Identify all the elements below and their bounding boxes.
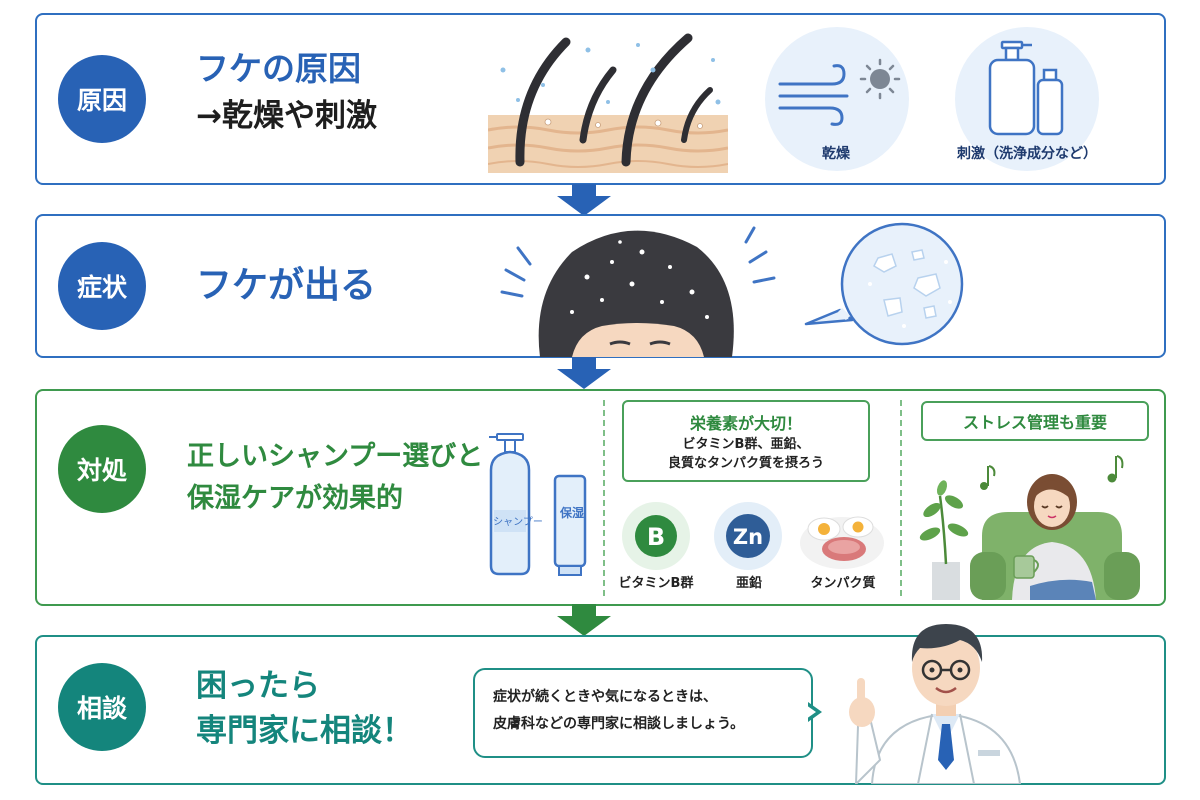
symptom-title: フケが出る: [196, 265, 377, 306]
zinc-icon: Zn: [714, 502, 782, 570]
stress-box: ストレス管理も重要: [921, 401, 1149, 441]
relaxing-woman-icon: [919, 455, 1140, 600]
sun-icon: [859, 58, 901, 100]
consult-title-line1: 困ったら: [196, 668, 320, 704]
irritation-label: 刺激（洗浄成分など）: [957, 146, 1097, 162]
worried-head-icon: [500, 226, 776, 357]
cream-label: 保湿: [559, 506, 584, 520]
speech-line2: 皮膚科などの専門家に相談しましょう。: [493, 715, 745, 732]
vitamin-b-letter: B: [647, 523, 665, 551]
speech-line1: 症状が続くときや気になるときは、: [493, 689, 717, 705]
nutrition-line1: ビタミンB群、亜鉛、: [682, 437, 810, 452]
shampoo-label: シャンプー: [493, 517, 543, 528]
doctor-icon: [849, 624, 1022, 784]
nutrition-heading: 栄養素が大切！: [689, 414, 802, 433]
cause-title-line1: フケの原因: [196, 49, 361, 88]
arrow-down-1: [557, 184, 611, 216]
protein-label: タンパク質: [810, 576, 876, 591]
wind-icon: [778, 64, 849, 126]
protein-food-icon: [800, 516, 884, 569]
cause-badge: 原因: [58, 55, 146, 143]
dashed-divider-2: [900, 400, 902, 596]
shampoo-bottle-icon: [489, 433, 587, 576]
treatment-title-line1: 正しいシャンプー選びと: [187, 441, 484, 472]
symptom-badge: 症状: [58, 242, 146, 330]
zinc-label: 亜鉛: [735, 576, 762, 591]
consult-title: 困ったら 専門家に相談！: [196, 664, 413, 754]
arrow-down-2: [557, 357, 611, 389]
arrow-down-3: [557, 604, 611, 636]
consult-title-line2: 専門家に相談！: [196, 712, 413, 749]
cream-tube-icon: [553, 474, 587, 568]
dry-label: 乾燥: [822, 146, 850, 162]
treatment-title: 正しいシャンプー選びと 保湿ケアが効果的: [187, 436, 483, 520]
bottle-icon: [988, 40, 1064, 136]
nutrition-line2: 良質なタンパク質を摂ろう: [667, 455, 824, 471]
dry-illustration: [765, 27, 909, 171]
consult-speech-bubble: 症状が続くときや気になるときは、 皮膚科などの専門家に相談しましょう。: [473, 668, 813, 758]
speech-tail-inner: [806, 705, 816, 719]
zinc-letter: Zn: [733, 525, 763, 549]
plant-icon: [919, 480, 969, 600]
dashed-divider-1: [603, 400, 605, 596]
treatment-badge: 対処: [58, 425, 146, 513]
music-note-icon: [980, 455, 1124, 490]
nutrition-box: 栄養素が大切！ ビタミンB群、亜鉛、 良質なタンパク質を摂ろう: [622, 400, 870, 482]
consult-badge: 相談: [58, 663, 146, 751]
irritation-illustration: [955, 27, 1099, 171]
vitamin-b-icon: B: [622, 502, 690, 570]
hair-follicle-icon: [488, 33, 728, 173]
cause-title-line2: →乾燥や刺激: [196, 98, 377, 134]
vitamin-b-label: ビタミンB群: [618, 576, 694, 591]
flake-bubble-icon: [804, 222, 964, 346]
treatment-title-line2: 保湿ケアが効果的: [187, 482, 403, 514]
